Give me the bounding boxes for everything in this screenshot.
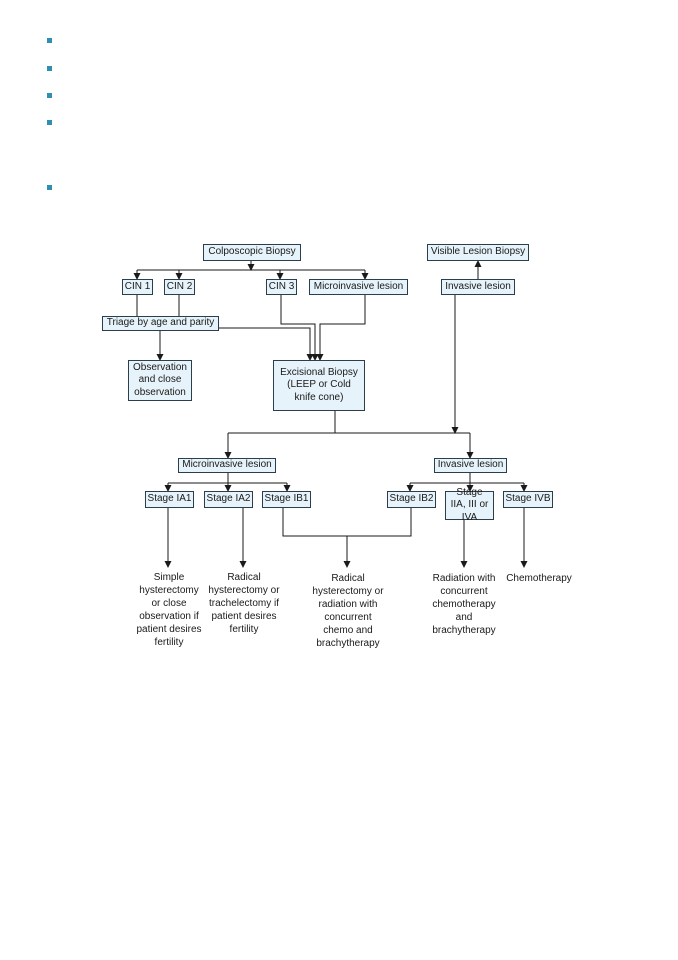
treatment-iia-iii-iva: Radiation with concurrent chemotherapy a… [432, 573, 496, 636]
microinvasive-lesion-mid-box: Microinvasive lesion [178, 458, 276, 473]
colposcopic-biopsy-box: Colposcopic Biopsy [203, 244, 301, 261]
treatment-ia1: Simple hysterectomy or close observation… [136, 572, 202, 648]
cin3-box: CIN 3 [266, 279, 297, 295]
bullet-2 [47, 66, 52, 71]
treatment-ib: Radical hysterectomy or radiation with c… [312, 573, 384, 649]
cin2-box: CIN 2 [164, 279, 195, 295]
stage-iia-iii-iva-box: Stage IIA, III or IVA [445, 487, 494, 523]
stage-ivb-box: Stage IVB [503, 491, 553, 508]
bullet-3 [47, 93, 52, 98]
bullet-1 [47, 38, 52, 43]
stage-ib1-box: Stage IB1 [262, 491, 311, 508]
invasive-lesion-mid-box: Invasive lesion [434, 458, 507, 473]
invasive-lesion-top-box: Invasive lesion [441, 279, 515, 295]
stage-ia1-box: Stage IA1 [145, 491, 194, 508]
bullet-5 [47, 185, 52, 190]
treatment-ivb: Chemotherapy [506, 573, 572, 584]
stage-ib2-box: Stage IB2 [387, 491, 436, 508]
observation-box: Observation and close observation [128, 360, 192, 401]
cin1-box: CIN 1 [122, 279, 153, 295]
visible-lesion-biopsy-box: Visible Lesion Biopsy [427, 244, 529, 261]
bullet-4 [47, 120, 52, 125]
microinvasive-lesion-top-box: Microinvasive lesion [309, 279, 408, 295]
treatment-ia2: Radical hysterectomy or trachelectomy if… [208, 572, 280, 635]
stage-ia2-box: Stage IA2 [204, 491, 253, 508]
triage-box: Triage by age and parity [102, 316, 219, 331]
excisional-biopsy-box: Excisional Biopsy (LEEP or Cold knife co… [273, 360, 365, 411]
